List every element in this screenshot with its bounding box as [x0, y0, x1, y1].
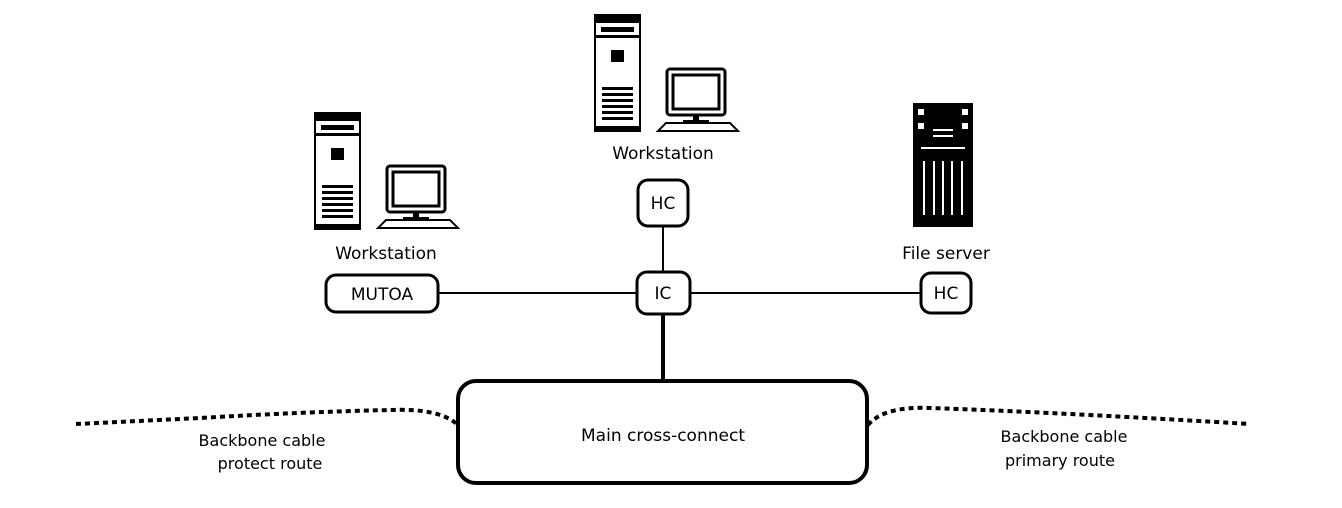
mutoa-label: MUTOA: [351, 285, 414, 305]
main-cross-connect-label: Main cross-connect: [581, 426, 745, 446]
hc-top-node[interactable]: HC: [636, 178, 690, 228]
hc-right-label: HC: [934, 284, 959, 304]
mutoa-node[interactable]: MUTOA: [324, 273, 440, 314]
server-icon: [913, 103, 973, 227]
monitor-icon: [665, 67, 727, 123]
tower-pc-icon: [314, 112, 361, 230]
backbone-primary-route-cable: [866, 405, 1251, 427]
keyboard-icon: [655, 122, 741, 132]
ic-label: IC: [655, 284, 672, 304]
backbone-protect-route-cable: [75, 407, 460, 427]
connection-lines: [438, 226, 921, 381]
workstation-top-label: Workstation: [612, 144, 714, 164]
keyboard-icon: [375, 219, 461, 229]
hc-right-node[interactable]: HC: [919, 271, 973, 315]
file-server-label: File server: [902, 244, 990, 264]
ic-node[interactable]: IC: [635, 270, 692, 316]
backbone-protect-label-line2: protect route: [218, 454, 323, 473]
workstation-left-label: Workstation: [335, 244, 437, 264]
backbone-primary-label-line2: primary route: [1005, 451, 1115, 470]
monitor-icon: [385, 164, 447, 220]
backbone-protect-label-line1: Backbone cable: [199, 431, 326, 450]
backbone-primary-label-line1: Backbone cable: [1001, 427, 1128, 446]
tower-pc-icon: [594, 14, 641, 132]
hc-top-label: HC: [651, 194, 676, 214]
main-cross-connect-node[interactable]: Main cross-connect: [456, 379, 869, 485]
